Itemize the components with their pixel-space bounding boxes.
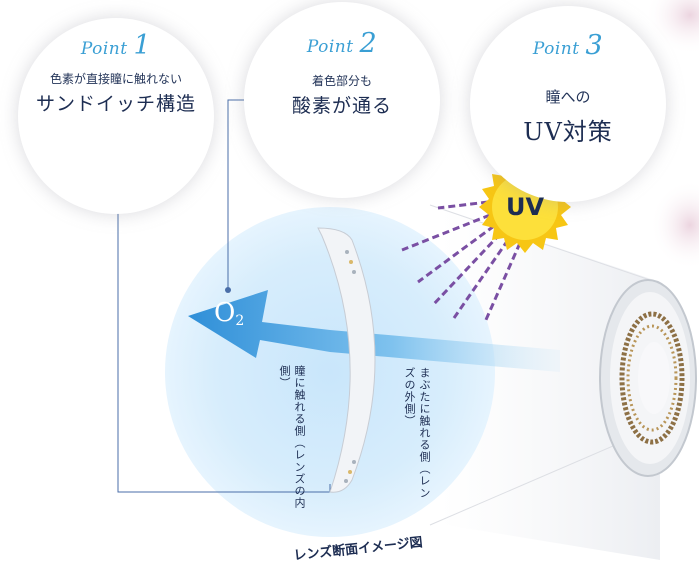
point3-label: Point 3 (532, 30, 604, 61)
point2-card: Point 2 着色部分も 酸素が通る (244, 2, 440, 198)
outer-side-label: まぶたに触れる側（レンズの外側） (403, 367, 431, 499)
point2-subtitle: 着色部分も (311, 74, 372, 88)
uv-rays (401, 200, 522, 323)
connector-line-point1 (117, 190, 332, 493)
lens-cross-section (317, 227, 376, 493)
point1-card: Point 1 色素が直接瞳に触れない サンドイッチ構造 (18, 18, 214, 214)
point1-subtitle: 色素が直接瞳に触れない (49, 72, 182, 86)
oxygen-label: O2 (214, 298, 245, 329)
point2-label: Point 2 (306, 28, 378, 59)
uv-badge-text: UV (505, 193, 545, 221)
connector-line-point2 (227, 99, 245, 290)
uv-badge: UV (484, 166, 566, 248)
lens-color-dots (344, 250, 356, 483)
point2-title: 酸素が通る (291, 95, 392, 117)
inner-side-label: 瞳に触れる側（レンズの内側） (278, 365, 306, 509)
point1-title: サンドイッチ構造 (35, 93, 196, 115)
flower-decoration (650, 180, 699, 270)
point3-subtitle: 瞳への (545, 88, 591, 106)
flower-decoration (645, 0, 699, 55)
point3-title: UV対策 (523, 118, 613, 146)
contact-lens-image (599, 279, 697, 477)
point3-card: Point 3 瞳への UV対策 (470, 6, 666, 202)
connector-dot (225, 287, 231, 293)
point1-label: Point 1 (80, 30, 152, 61)
oxygen-arrow (188, 290, 560, 372)
cross-section-circle (165, 207, 495, 537)
